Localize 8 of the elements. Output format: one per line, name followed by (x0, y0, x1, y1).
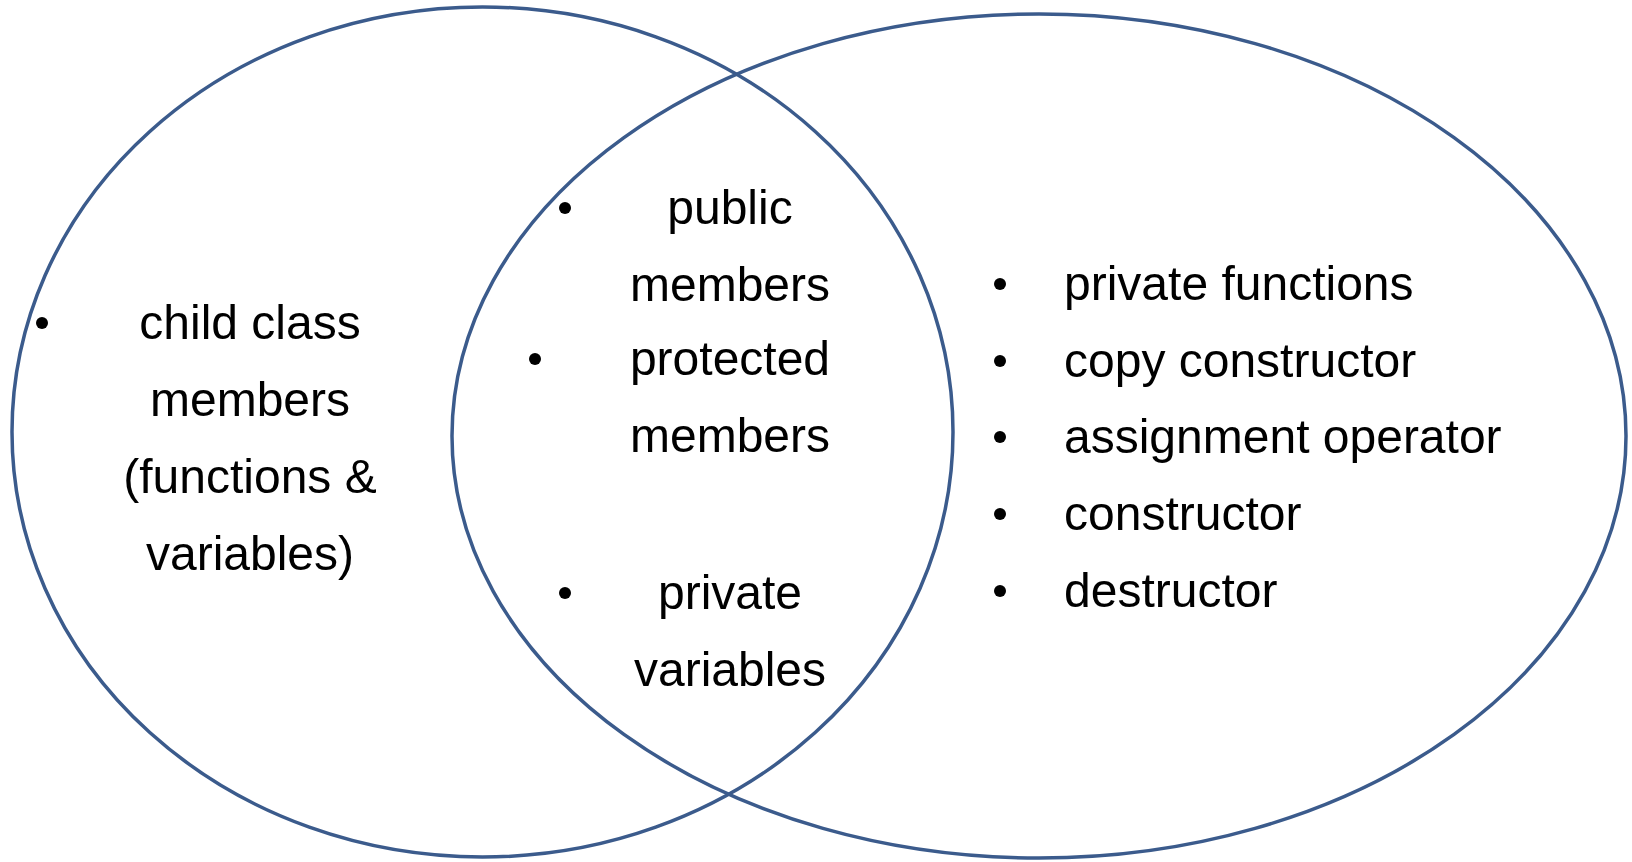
list-item: destructor (1064, 563, 1279, 619)
list-item: private variables (632, 565, 828, 698)
list-item: copy constructor (1064, 333, 1418, 389)
list-item: constructor (1064, 486, 1303, 542)
list-item: private functions (1064, 256, 1415, 312)
list-item: protected members (628, 331, 832, 464)
list-item: child class members (functions & variables) (122, 295, 378, 582)
list-item: assignment operator (1064, 409, 1503, 465)
